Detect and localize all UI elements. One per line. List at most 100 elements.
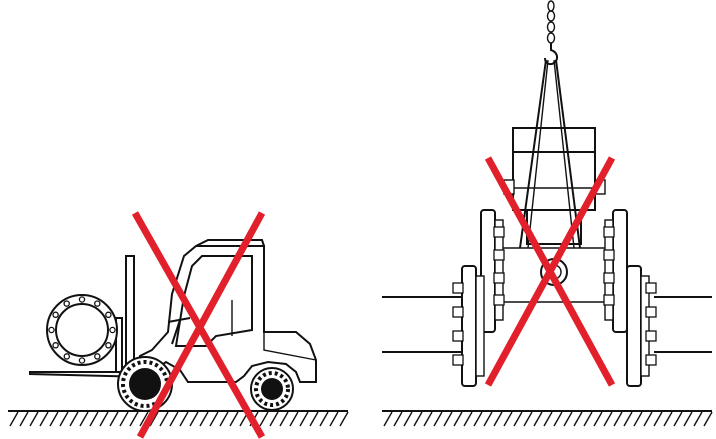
hatch-stroke <box>663 411 673 427</box>
hatch-stroke <box>269 411 279 427</box>
hatch-stroke <box>149 411 159 427</box>
hatch-stroke <box>279 411 289 427</box>
hatch-stroke <box>473 411 483 427</box>
hatch-stroke <box>703 411 713 427</box>
hatch-stroke <box>69 411 79 427</box>
hatch-stroke <box>673 411 683 427</box>
flange-bolts <box>452 226 657 366</box>
hatch-stroke <box>139 411 149 427</box>
hatch-stroke <box>463 411 473 427</box>
hatch-stroke <box>533 411 543 427</box>
pipe-flange-outer-left <box>461 265 485 387</box>
flange-bolt <box>78 296 86 303</box>
hatch-stroke <box>229 411 239 427</box>
flange-bolt <box>603 226 615 238</box>
hatch-stroke <box>483 411 493 427</box>
prohibited-cross-icon <box>131 211 266 439</box>
pipe-flange-outer-right <box>626 265 650 387</box>
hatch-stroke <box>493 411 503 427</box>
hatch-stroke <box>583 411 593 427</box>
hatch-stroke <box>299 411 309 427</box>
flange-bolt <box>63 353 71 360</box>
hatch-stroke <box>403 411 413 427</box>
hatch-stroke <box>643 411 653 427</box>
hatch-stroke <box>89 411 99 427</box>
flange-bolt <box>645 330 657 342</box>
flange-bolt <box>94 300 101 307</box>
flange-bolt <box>452 330 464 342</box>
hatch-stroke <box>19 411 29 427</box>
hatch-stroke <box>453 411 463 427</box>
hatch-stroke <box>129 411 139 427</box>
hatch-stroke <box>99 411 109 427</box>
hatch-stroke <box>633 411 643 427</box>
ground-hatch-left <box>8 410 349 427</box>
forklift-rear-wheel <box>250 367 294 411</box>
crane-panel <box>382 0 713 427</box>
flange-bolt <box>452 282 464 294</box>
flange-bolt <box>645 282 657 294</box>
hatch-stroke <box>159 411 169 427</box>
flange-bolt <box>52 342 59 349</box>
flange-bolt <box>493 249 505 261</box>
hatch-stroke <box>169 411 179 427</box>
hatch-stroke <box>9 411 19 427</box>
hatch-stroke <box>623 411 633 427</box>
hatch-stroke <box>513 411 523 427</box>
hatch-stroke <box>29 411 39 427</box>
ground-hatch-right <box>382 410 713 427</box>
hatch-stroke <box>199 411 209 427</box>
hatch-stroke <box>393 411 403 427</box>
hatch-stroke <box>543 411 553 427</box>
hatch-stroke <box>59 411 69 427</box>
flange-bolt <box>63 300 70 307</box>
hatch-stroke <box>563 411 573 427</box>
flange-bolt <box>645 306 657 318</box>
hatch-stroke <box>553 411 563 427</box>
chain-icon <box>546 0 556 44</box>
prohibited-cross-icon <box>484 156 616 387</box>
hatch-stroke <box>593 411 603 427</box>
hatch-stroke <box>613 411 623 427</box>
flange-bolt <box>48 326 55 334</box>
flange-bolt <box>493 294 505 306</box>
hatch-stroke <box>383 411 393 427</box>
hatch-stroke <box>319 411 329 427</box>
flange-bolt <box>603 272 615 284</box>
hatch-stroke <box>683 411 693 427</box>
hatch-stroke <box>209 411 219 427</box>
hatch-stroke <box>179 411 189 427</box>
flange-bolt <box>603 294 615 306</box>
hatch-stroke <box>693 411 703 427</box>
forklift-panel <box>8 211 349 439</box>
hatch-stroke <box>433 411 443 427</box>
hatch-stroke <box>423 411 433 427</box>
hatch-stroke <box>339 411 349 427</box>
hatch-stroke <box>109 411 119 427</box>
flange-bolt <box>94 353 101 360</box>
hatch-stroke <box>49 411 59 427</box>
hatch-stroke <box>309 411 319 427</box>
hatch-stroke <box>653 411 663 427</box>
valve-actuator <box>503 127 606 245</box>
hatch-stroke <box>189 411 199 427</box>
hatch-stroke <box>289 411 299 427</box>
flange-bolt <box>52 311 59 319</box>
valve-flange-inner-right <box>604 209 628 333</box>
flange-bolt <box>493 226 505 238</box>
flange-bolt <box>452 306 464 318</box>
carried-valve-flange <box>46 294 118 366</box>
hatch-stroke <box>219 411 229 427</box>
pipeline <box>382 296 712 353</box>
flange-bolt <box>78 357 86 364</box>
flange-bolt <box>645 354 657 366</box>
hatch-stroke <box>329 411 339 427</box>
hatch-stroke <box>603 411 613 427</box>
hatch-stroke <box>503 411 513 427</box>
flange-bolt <box>452 354 464 366</box>
hatch-stroke <box>39 411 49 427</box>
flange-bolt <box>603 249 615 261</box>
hatch-stroke <box>413 411 423 427</box>
